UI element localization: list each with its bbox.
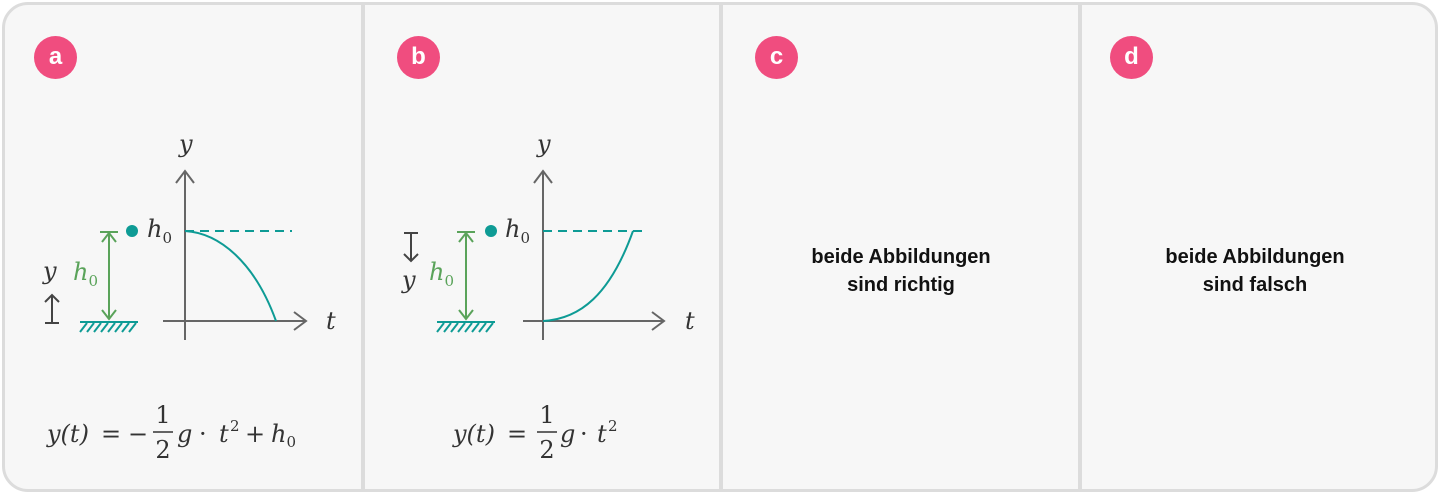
height-arrow-label: h0: [429, 258, 454, 290]
panel-divider: [361, 5, 365, 489]
x-axis-arrowhead: [651, 311, 666, 331]
fall-curve: [184, 230, 277, 322]
option-panel-b[interactable]: b y t h0 h0: [365, 5, 719, 489]
svg-text:1: 1: [155, 401, 170, 429]
formula-a: y(t) = − 1 2 g · t 2 + h0: [46, 401, 296, 464]
ground-hatch: [436, 322, 494, 333]
x-axis-arrowhead: [293, 311, 308, 331]
svg-text:h0: h0: [271, 420, 296, 451]
svg-text:·: ·: [580, 420, 588, 448]
option-panel-c[interactable]: c beide Abbildungen sind richtig: [723, 5, 1078, 489]
side-y-label: y: [401, 266, 416, 294]
ball: [126, 225, 138, 237]
rise-curve: [542, 230, 634, 322]
side-y-label: y: [42, 257, 57, 285]
svg-text:·: ·: [199, 420, 207, 448]
answer-line: beide Abbildungen: [1165, 246, 1345, 268]
option-badge-a: a: [34, 36, 77, 79]
ball: [485, 225, 497, 237]
y-axis-arrowhead: [533, 169, 553, 184]
option-panel-d[interactable]: d beide Abbildungen sind falsch: [1082, 5, 1435, 489]
svg-text:y(t): y(t): [452, 420, 495, 448]
svg-text:−: −: [128, 420, 148, 448]
svg-text:+: +: [245, 420, 265, 448]
h0-label: h0: [505, 215, 530, 247]
h0-label: h0: [147, 215, 172, 247]
svg-text:t: t: [219, 420, 229, 448]
svg-text:2: 2: [608, 417, 618, 435]
svg-text:t: t: [597, 420, 607, 448]
ground-hatch: [79, 322, 137, 333]
answer-line: sind richtig: [847, 274, 955, 296]
height-arrow-label: h0: [73, 258, 98, 290]
svg-text:2: 2: [155, 436, 170, 464]
svg-text:g: g: [560, 420, 575, 448]
svg-text:=: =: [507, 420, 527, 448]
answer-text-c: beide Abbildungen sind richtig: [731, 243, 1071, 299]
svg-text:1: 1: [539, 401, 554, 429]
svg-text:2: 2: [230, 417, 240, 435]
svg-text:g: g: [177, 420, 192, 448]
axis-x-label: t: [326, 307, 336, 335]
svg-text:2: 2: [539, 436, 554, 464]
option-badge-d: d: [1110, 36, 1153, 79]
formula-b: y(t) = 1 2 g · t 2: [452, 401, 618, 464]
answer-line: beide Abbildungen: [811, 246, 991, 268]
diagram-b: y t h0 h0: [401, 130, 695, 464]
option-badge-c: c: [755, 36, 798, 79]
option-badge-b: b: [397, 36, 440, 79]
axis-y-label: y: [536, 130, 551, 158]
option-panel-a[interactable]: a y t h0 h0: [5, 5, 361, 489]
svg-text:y(t): y(t): [46, 420, 89, 448]
axis-x-label: t: [685, 307, 695, 335]
panel-divider: [719, 5, 723, 489]
svg-text:=: =: [101, 420, 121, 448]
panel-divider: [1078, 5, 1082, 489]
y-axis-arrowhead: [175, 169, 195, 184]
axis-y-label: y: [178, 130, 193, 158]
answer-line: sind falsch: [1202, 274, 1308, 296]
diagram-a: y t h0 h0: [42, 130, 336, 464]
answer-text-d: beide Abbildungen sind falsch: [1085, 243, 1425, 299]
